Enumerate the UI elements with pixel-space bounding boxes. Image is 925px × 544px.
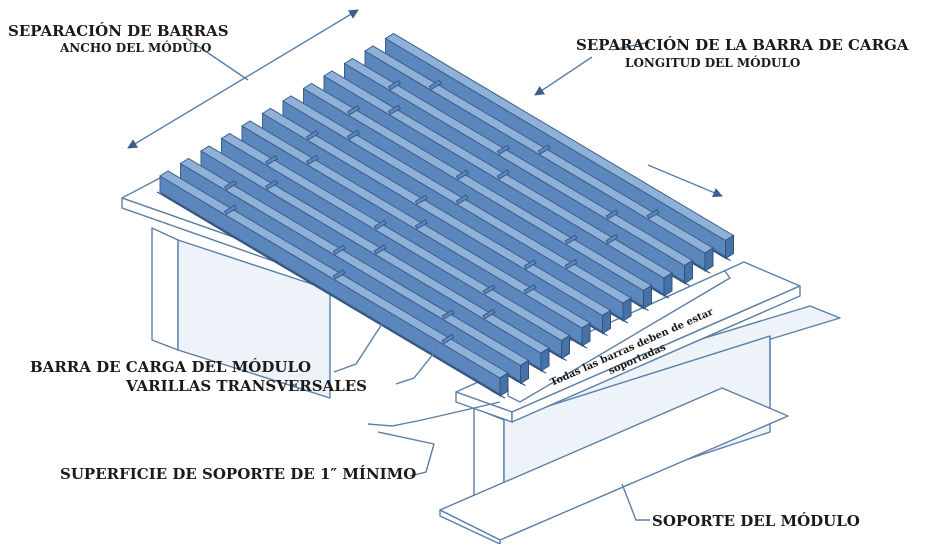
min-support-dim-line <box>377 431 435 445</box>
bearing-bar-end <box>663 272 673 297</box>
cross-rod <box>428 79 442 90</box>
bearing-bar-end <box>704 247 714 272</box>
bearing-bar-bottom <box>156 191 506 399</box>
cross-rod-leader <box>395 347 439 385</box>
cross-rod <box>373 244 387 255</box>
module-length-label: LONGITUD DEL MÓDULO <box>625 54 800 70</box>
cross-rod <box>482 309 496 320</box>
cross-rod <box>564 259 578 270</box>
cross-rod <box>387 104 401 115</box>
support-bracket <box>507 269 732 403</box>
cross-rod <box>523 284 537 295</box>
cross-rod <box>305 154 319 165</box>
module-support-label: SOPORTE DEL MÓDULO <box>652 512 860 530</box>
cross-rod <box>455 169 469 180</box>
cross-rod <box>441 309 455 320</box>
bearing-bar-end <box>499 372 509 397</box>
cross-rod <box>496 144 510 155</box>
cross-rod <box>605 234 619 245</box>
cross-rod <box>264 179 278 190</box>
bearing-bar <box>156 170 509 399</box>
bearing-bar-end <box>725 234 734 260</box>
cross-rod <box>482 284 496 295</box>
bearing-bar-end <box>540 347 550 372</box>
cross-rod <box>605 209 619 220</box>
cross-rods-label: VARILLAS TRANSVERSALES <box>125 377 367 395</box>
bearing-bar-end <box>581 322 591 347</box>
width-leader-line <box>185 37 249 81</box>
cross-rod <box>223 204 237 215</box>
width-dimension-arrow <box>127 9 359 149</box>
cross-rod <box>564 234 578 245</box>
min-support-dim <box>367 401 501 427</box>
min-support-label: SUPERFICIE DE SOPORTE DE 1″ MÍNIMO <box>60 465 416 483</box>
min-support-leader <box>409 443 435 477</box>
right-support-beam <box>439 261 841 544</box>
length-dimension-arrow <box>534 56 593 96</box>
module-width-label: ANCHO DEL MÓDULO <box>59 39 211 55</box>
bearing-bar-end <box>561 334 570 360</box>
cross-rod <box>332 244 346 255</box>
module-support-leader <box>621 483 650 521</box>
cross-rod <box>223 180 238 191</box>
bearing-bar-end <box>602 309 611 335</box>
cross-rod <box>414 194 428 205</box>
cross-rod <box>455 194 469 205</box>
cross-rod <box>414 219 428 230</box>
cross-rod <box>646 209 660 220</box>
cross-rod <box>496 169 510 180</box>
bearing-bar-end <box>520 359 529 385</box>
cross-rod <box>537 144 551 155</box>
bearing-bar-leader <box>333 323 383 373</box>
cross-rod <box>264 155 279 166</box>
cross-rod <box>523 259 537 270</box>
cross-rod <box>332 269 346 280</box>
bearing-bar-end <box>684 259 693 285</box>
bearing-bar-label: BARRA DE CARGA DEL MÓDULO <box>30 358 311 376</box>
length-dimension-arrow-2 <box>647 164 723 198</box>
bar-spacing-label: SEPARACIÓN DE BARRAS <box>8 22 229 40</box>
bearing-bar-spacing-label: SEPARACIÓN DE LA BARRA DE CARGA <box>576 36 909 54</box>
cross-rod <box>387 80 402 91</box>
bearing-bar-end <box>643 284 652 310</box>
cross-rod <box>373 219 387 230</box>
cross-rod <box>441 334 455 345</box>
grating-module <box>156 32 735 399</box>
bearing-bar-end <box>622 297 632 322</box>
length-arrow-tail <box>611 41 651 51</box>
